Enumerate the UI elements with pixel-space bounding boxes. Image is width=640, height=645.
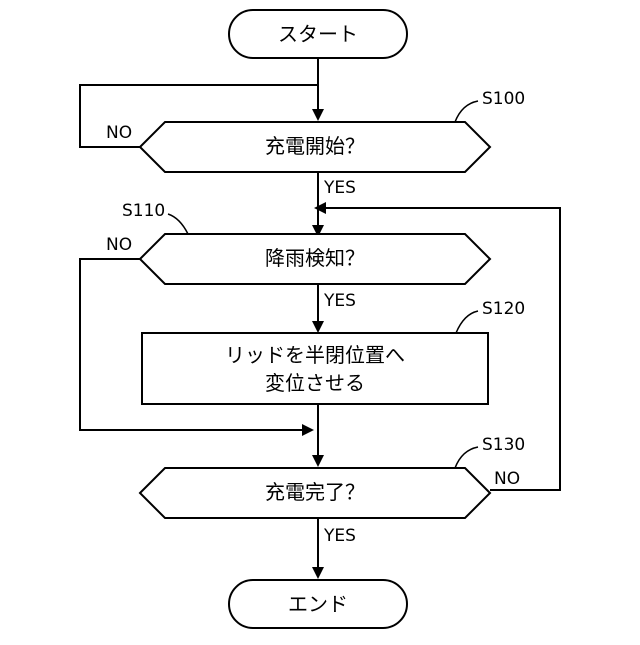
decision-s110-text: 降雨検知？ <box>265 246 365 270</box>
step-id-s130: S130 <box>482 435 525 455</box>
s130-yes-label: YES <box>323 526 356 546</box>
decision-s110: 降雨検知？ S110 NO YES <box>106 201 490 311</box>
start-label: スタート <box>278 22 358 46</box>
end-terminal: エンド <box>229 580 407 628</box>
step-id-s100: S100 <box>482 89 525 109</box>
decision-s100-text: 充電開始？ <box>265 134 365 158</box>
process-s120-line-2: 変位させる <box>265 371 365 395</box>
process-s120-line-1: リッドを半閉位置へ <box>225 343 405 367</box>
step-id-s120: S120 <box>482 299 525 319</box>
decision-s130: 充電完了？ S130 NO YES <box>140 435 525 546</box>
end-label: エンド <box>288 592 348 616</box>
s100-yes-label: YES <box>323 178 356 198</box>
s130-no-label: NO <box>494 469 520 489</box>
decision-s130-text: 充電完了？ <box>265 480 365 504</box>
s100-no-label: NO <box>106 123 132 143</box>
step-id-s110: S110 <box>122 201 165 221</box>
start-terminal: スタート <box>229 10 407 58</box>
process-s120: リッドを半閉位置へ 変位させる S120 <box>142 299 525 404</box>
s110-no-label: NO <box>106 235 132 255</box>
decision-s100: 充電開始？ S100 NO YES <box>106 89 525 198</box>
s110-yes-label: YES <box>323 291 356 311</box>
